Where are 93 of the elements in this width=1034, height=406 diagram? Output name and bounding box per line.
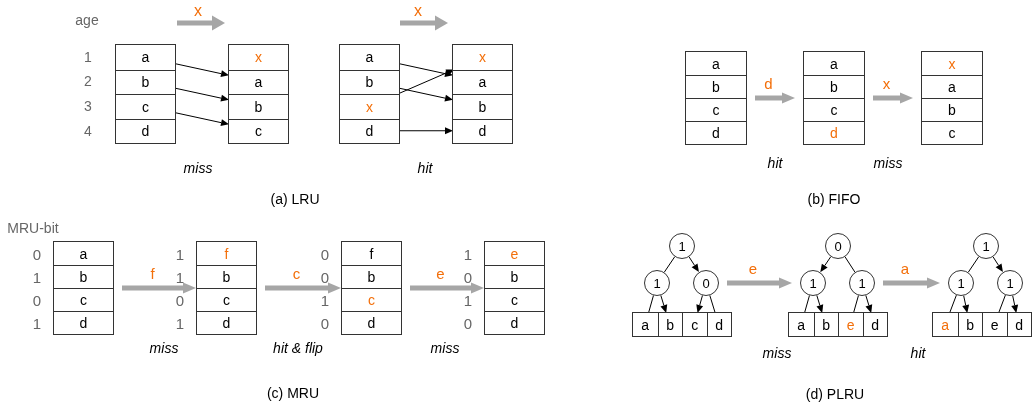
arrow: [174, 112, 229, 127]
arrow: [820, 256, 832, 273]
transition-arrow: [883, 277, 940, 289]
arrow: [398, 63, 453, 78]
transition-arrow: [755, 92, 795, 104]
outcome-label: miss: [183, 160, 213, 176]
subfigure-caption: (c) MRU: [266, 385, 320, 401]
arrow: [816, 294, 824, 313]
outcome-label: hit: [417, 160, 433, 176]
bit-value: 0: [320, 245, 330, 262]
bit-value: 1: [175, 245, 185, 262]
cache-set-box: [484, 241, 545, 335]
subfigure-caption: (a) LRU: [270, 191, 320, 207]
arrow: [398, 127, 453, 135]
age-value: 3: [84, 98, 92, 114]
cache-set-box: [339, 44, 400, 144]
transition-arrow: [122, 282, 196, 294]
arrow: [962, 295, 970, 313]
bit-value: 0: [320, 314, 330, 331]
bit-value: 0: [463, 314, 473, 331]
connector-line: [844, 256, 856, 273]
arrow: [865, 294, 873, 313]
subfigure-caption: (d) PLRU: [805, 386, 865, 402]
cache-set-box: [53, 241, 114, 335]
tree-bit-circle: 0: [825, 233, 851, 259]
bit-value: 1: [175, 314, 185, 331]
bit-value: 1: [320, 291, 330, 308]
bit-value: 0: [175, 291, 185, 308]
cache-line-row: [932, 312, 1032, 337]
outcome-label: miss: [762, 345, 792, 361]
connector-line: [709, 294, 716, 314]
tree-bit-circle: 1: [800, 270, 826, 296]
bit-value: 1: [463, 245, 473, 262]
connector-line: [804, 295, 810, 314]
tree-bit-circle: 1: [644, 270, 670, 296]
arrow: [688, 256, 699, 273]
cache-set-box: [115, 44, 176, 144]
transition-arrow: [265, 282, 341, 294]
outcome-label: hit: [910, 345, 926, 361]
arrow: [174, 63, 229, 78]
axis-title: MRU-bit: [7, 220, 59, 236]
outcome-label: miss: [873, 155, 903, 171]
bit-value: 0: [32, 245, 42, 262]
bit-value: 1: [463, 291, 473, 308]
tree-bit-circle: 1: [948, 270, 974, 296]
tree-bit-circle: 1: [973, 233, 999, 259]
connector-line: [967, 256, 980, 273]
bit-value: 1: [32, 268, 42, 285]
outcome-label: hit: [767, 155, 783, 171]
age-value: 2: [84, 73, 92, 89]
cache-line-row: [788, 312, 888, 337]
cache-set-box: [228, 44, 289, 144]
transition-arrow: [410, 282, 484, 294]
axis-title: age: [75, 12, 99, 28]
connector-line: [949, 294, 957, 314]
connector-line: [663, 256, 676, 273]
connector-line: [648, 295, 654, 314]
sequence-label: x: [194, 2, 202, 20]
tree-bit-circle: 1: [849, 270, 875, 296]
bit-value: 1: [175, 268, 185, 285]
outcome-label: hit & flip: [273, 340, 323, 356]
arrow: [398, 87, 453, 102]
bit-value: 0: [32, 291, 42, 308]
subfigure-caption: (b) FIFO: [807, 191, 861, 207]
cache-set-box: [196, 241, 257, 335]
tree-bit-circle: 1: [669, 233, 695, 259]
cache-set-box: [921, 51, 983, 145]
connector-line: [998, 294, 1006, 314]
sequence-label: x: [414, 2, 422, 20]
age-value: 4: [84, 123, 92, 139]
edge-label: d: [763, 75, 774, 91]
outcome-label: miss: [149, 340, 179, 356]
cache-set-box: [452, 44, 513, 144]
bit-value: 1: [32, 314, 42, 331]
outcome-label: miss: [430, 340, 460, 356]
age-value: 1: [84, 49, 92, 65]
transition-arrow: [727, 277, 792, 289]
transition-arrow: [873, 92, 913, 104]
cache-set-box: [341, 241, 402, 335]
bit-value: 0: [463, 268, 473, 285]
connector-line: [853, 295, 859, 314]
arrow: [174, 87, 229, 102]
arrow: [660, 294, 668, 313]
arrow: [992, 256, 1003, 273]
cache-set-box: [803, 51, 865, 145]
cache-set-box: [685, 51, 747, 145]
tree-bit-circle: 0: [693, 270, 719, 296]
edge-label: f: [149, 265, 156, 281]
arrow: [696, 295, 704, 313]
cache-line-row: [632, 312, 732, 337]
arrow: [1011, 295, 1019, 313]
bit-value: 0: [320, 268, 330, 285]
tree-bit-circle: 1: [997, 270, 1023, 296]
